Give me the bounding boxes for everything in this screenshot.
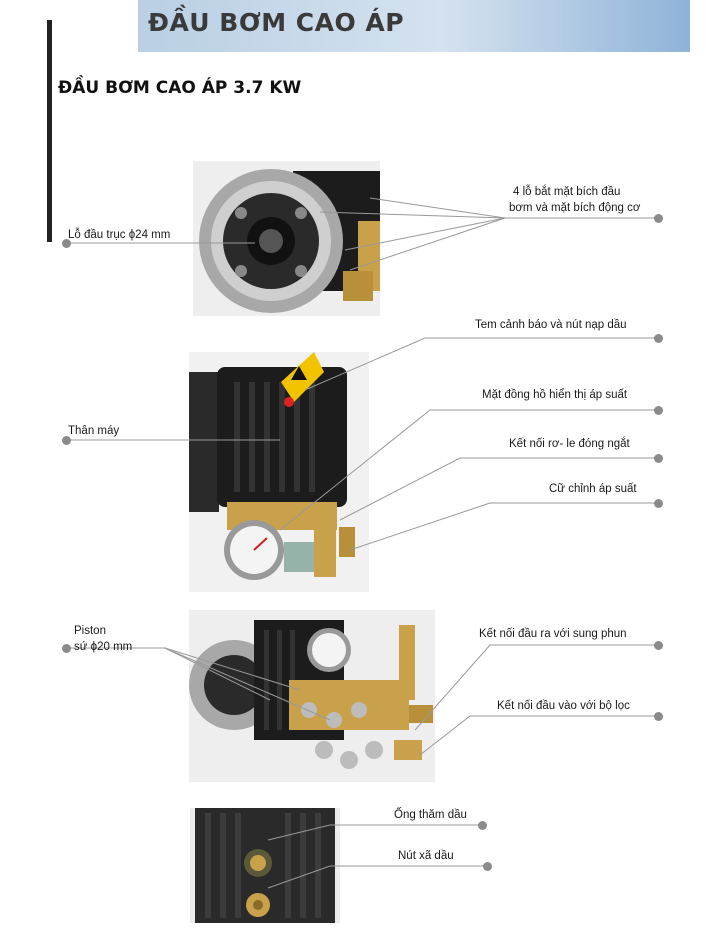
callout-dot — [478, 821, 487, 830]
callout-dot — [62, 644, 71, 653]
body-label: Thân máy — [68, 425, 120, 437]
outlet-label: Kết nối đầu ra với sung phun — [479, 628, 627, 640]
drain-label: Nút xã dầu — [398, 850, 454, 862]
oil-photo — [190, 808, 340, 923]
body-photo — [189, 352, 369, 592]
oil-sight-label: Ống thăm dầu — [394, 809, 467, 821]
callout-dot — [654, 454, 663, 463]
piston-label-1: Piston — [74, 625, 106, 637]
callout-dot — [62, 436, 71, 445]
relay-label: Kết nối rơ- le đóng ngắt — [509, 438, 630, 450]
accent-bar — [47, 20, 52, 242]
flange-photo — [193, 161, 380, 316]
gauge-label: Mặt đồng hồ hiển thị áp suất — [482, 389, 628, 401]
callout-dot — [654, 406, 663, 415]
shaft-hole-label: Lỗ đầu trục ϕ24 mm — [68, 229, 171, 241]
header-band — [138, 0, 690, 52]
piston-label-2: sứ ϕ20 mm — [74, 641, 133, 653]
callout-dot — [62, 239, 71, 248]
flange-holes-label-2: bơm và mặt bích động cơ — [509, 202, 641, 214]
section-title: ĐẦU BƠM CAO ÁP 3.7 KW — [58, 78, 302, 98]
head-photo — [189, 610, 435, 782]
warning-label: Tem cảnh báo và nút nạp dầu — [475, 319, 627, 331]
callout-dot — [654, 712, 663, 721]
callout-dot — [654, 334, 663, 343]
pressure-adjust-label: Cữ chỉnh áp suất — [549, 483, 637, 495]
flange-holes-label-1: 4 lỗ bắt mặt bích đầu — [513, 186, 621, 198]
callout-dot — [654, 641, 663, 650]
callout-dot — [654, 214, 663, 223]
callout-dot — [483, 862, 492, 871]
page-title: ĐẦU BƠM CAO ÁP — [148, 8, 405, 37]
inlet-label: Kết nối đầu vào với bộ lọc — [497, 700, 630, 712]
callout-dot — [654, 499, 663, 508]
